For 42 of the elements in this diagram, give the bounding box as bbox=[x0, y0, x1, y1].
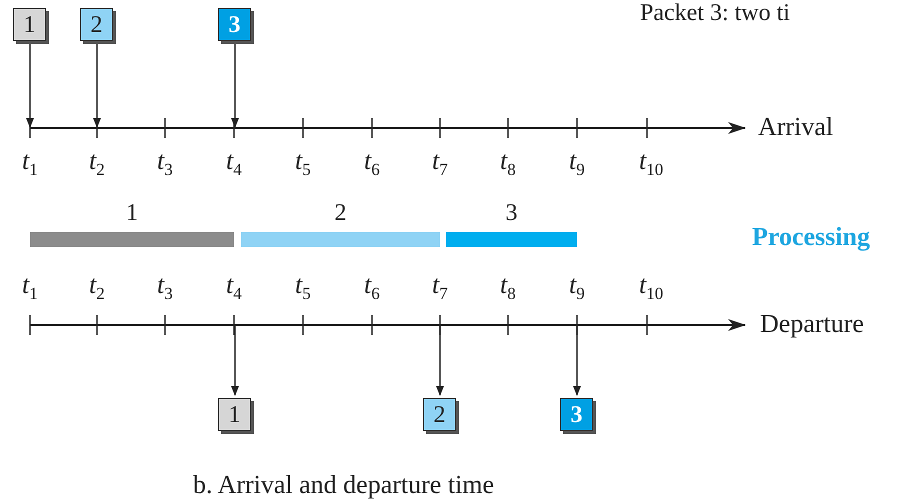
packet-box: 1 bbox=[13, 8, 46, 41]
packet-box: 3 bbox=[560, 398, 593, 431]
axis-label: Departure bbox=[760, 309, 864, 339]
packet-box: 2 bbox=[423, 398, 456, 431]
tick-label: t$_{10}$ bbox=[639, 270, 664, 304]
tick-label: t$_{9}$ bbox=[569, 270, 585, 304]
tick-label: t$_{1}$ bbox=[22, 146, 38, 180]
bar-label: 1 bbox=[125, 200, 139, 226]
tick-label: t$_{4}$ bbox=[226, 146, 242, 180]
packet-box: 3 bbox=[218, 8, 251, 41]
tick-label: t$_{3}$ bbox=[157, 270, 173, 304]
tick-label: t$_{8}$ bbox=[500, 270, 516, 304]
tick-label: t$_{6}$ bbox=[364, 270, 380, 304]
packet-box: 2 bbox=[80, 8, 113, 41]
arrow bbox=[231, 326, 239, 396]
tick-label: t$_{7}$ bbox=[432, 146, 448, 180]
tick-label: t$_{7}$ bbox=[432, 270, 448, 304]
arrow bbox=[231, 44, 239, 128]
tick-label: t$_{8}$ bbox=[500, 146, 516, 180]
tick-label: t$_{5}$ bbox=[295, 146, 311, 180]
arrow bbox=[436, 326, 444, 396]
tick-label: t$_{5}$ bbox=[295, 270, 311, 304]
caption: b. Arrival and departure time bbox=[193, 470, 494, 500]
arrow bbox=[573, 326, 581, 396]
tick-label: t$_{3}$ bbox=[157, 146, 173, 180]
tick-label: t$_{6}$ bbox=[364, 146, 380, 180]
bar-label: 2 bbox=[334, 200, 348, 226]
bar-label: 3 bbox=[504, 200, 518, 226]
arrow bbox=[93, 44, 101, 128]
tick-label: t$_{1}$ bbox=[22, 270, 38, 304]
packet-box: 1 bbox=[218, 398, 251, 431]
tick-label: t$_{4}$ bbox=[226, 270, 242, 304]
axis-label: Arrival bbox=[758, 112, 834, 142]
time-axis bbox=[29, 118, 746, 138]
tick-label: t$_{10}$ bbox=[639, 146, 664, 180]
tick-label: t$_{2}$ bbox=[89, 146, 105, 180]
note-text: Packet 3: two ti bbox=[640, 0, 790, 26]
arrow bbox=[26, 44, 34, 128]
tick-label: t$_{2}$ bbox=[89, 270, 105, 304]
tick-label: t$_{9}$ bbox=[569, 146, 585, 180]
time-axis bbox=[29, 315, 746, 335]
axis-label: Processing bbox=[752, 222, 870, 252]
